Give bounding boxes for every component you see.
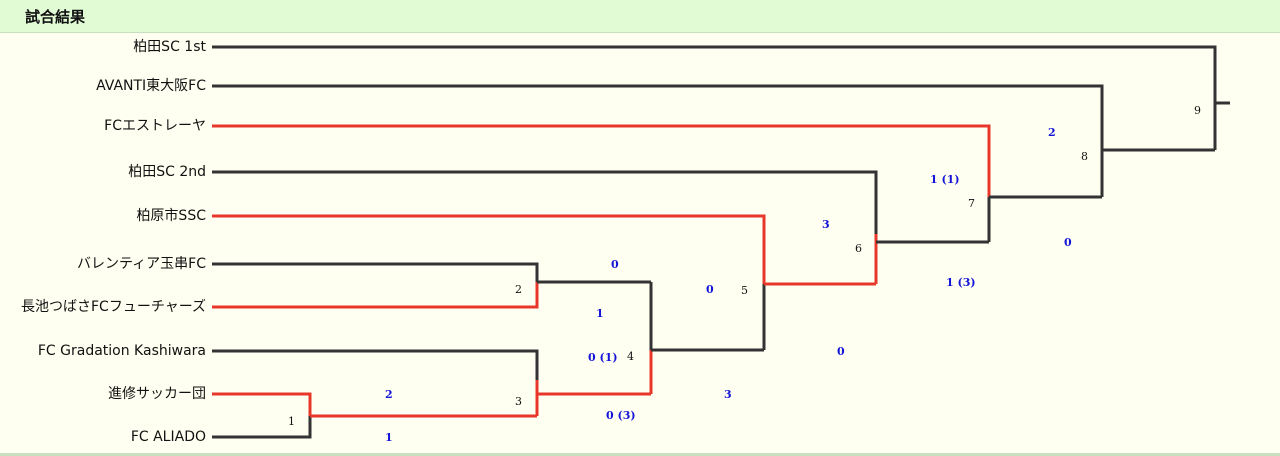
match-score: 1 (1) — [930, 173, 960, 186]
team-name: FCエストレーヤ — [104, 118, 206, 134]
match-score: 0 — [706, 283, 714, 296]
team-name: 柏田SC 2nd — [128, 164, 206, 180]
match-score: 2 — [385, 388, 393, 401]
match-score: 2 — [1048, 126, 1056, 139]
team-name: 長池つばさFCフューチャーズ — [21, 299, 206, 315]
bracket-line-team-3 — [212, 124, 991, 197]
match-score: 0 — [611, 258, 619, 271]
match-number: 8 — [1081, 150, 1088, 163]
team-name: FC ALIADO — [130, 429, 206, 445]
bracket-line-team-4 — [212, 170, 878, 234]
match-score: 1 (3) — [946, 276, 976, 289]
bracket-line-team-9 — [212, 392, 312, 416]
match-score: 3 — [724, 388, 732, 401]
match-score: 0 — [837, 345, 845, 358]
match-number: 9 — [1194, 104, 1201, 117]
match-number: 6 — [855, 242, 862, 255]
match-number: 7 — [968, 197, 975, 210]
match-score: 0 (1) — [588, 351, 618, 364]
match-score: 1 — [596, 307, 604, 320]
bracket-line-team-6 — [212, 262, 539, 282]
match-number: 1 — [288, 415, 295, 428]
bottom-divider — [0, 453, 1280, 456]
match-score: 3 — [822, 218, 830, 231]
bracket-line-team-8 — [212, 349, 539, 380]
team-name: 柏原市SSC — [136, 208, 206, 224]
bracket-line-team-2 — [212, 84, 1104, 197]
team-name: FC Gradation Kashiwara — [37, 343, 206, 359]
bracket-line-team-7 — [212, 282, 539, 309]
bracket-line-team-5 — [212, 214, 766, 284]
team-name: 進修サッカー団 — [108, 386, 206, 402]
team-name: 柏田SC 1st — [133, 39, 206, 55]
section-header: 試合結果 — [0, 0, 1280, 33]
bracket-line-team-1 — [212, 45, 1217, 150]
match-number: 2 — [515, 283, 522, 296]
match-number: 4 — [627, 350, 634, 363]
match-score: 0 (3) — [606, 409, 636, 422]
match-score: 1 — [385, 431, 393, 444]
section-title: 試合結果 — [25, 8, 86, 26]
match-score: 0 — [1064, 236, 1072, 249]
match-number: 3 — [515, 395, 522, 408]
team-name: バレンティア玉串FC — [77, 256, 206, 272]
match-number: 5 — [741, 284, 748, 297]
team-name: AVANTI東大阪FC — [96, 78, 206, 94]
bracket-line-team-10 — [212, 416, 312, 439]
